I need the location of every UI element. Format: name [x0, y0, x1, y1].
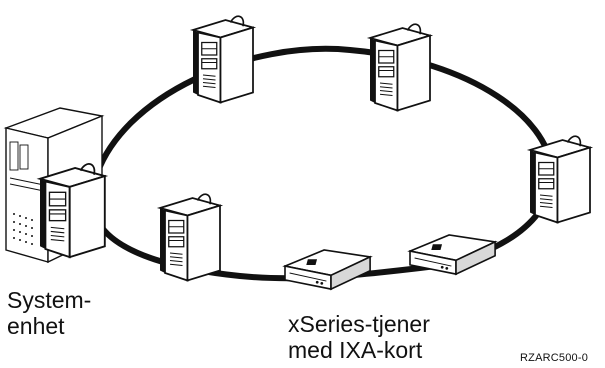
system-unit-label-line1: System-: [7, 287, 92, 313]
xseries-label-line1: xSeries-tjener: [288, 311, 430, 337]
tower-server-icon: [369, 23, 431, 112]
system-unit-label: System- enhet: [7, 287, 92, 340]
xseries-server-icon: [284, 249, 371, 290]
tower-server-icon: [192, 15, 254, 104]
tower-server-icon: [529, 135, 591, 224]
system-unit-label-line2: enhet: [7, 312, 65, 339]
xseries-label: xSeries-tjener med IXA-kort: [288, 311, 430, 364]
figure-id: RZARC500-0: [520, 352, 589, 364]
xseries-label-line2: med IXA-kort: [288, 336, 423, 363]
xseries-server-icon: [409, 234, 496, 275]
system-unit-icon: [3, 107, 106, 264]
tower-server-icon: [159, 193, 221, 282]
